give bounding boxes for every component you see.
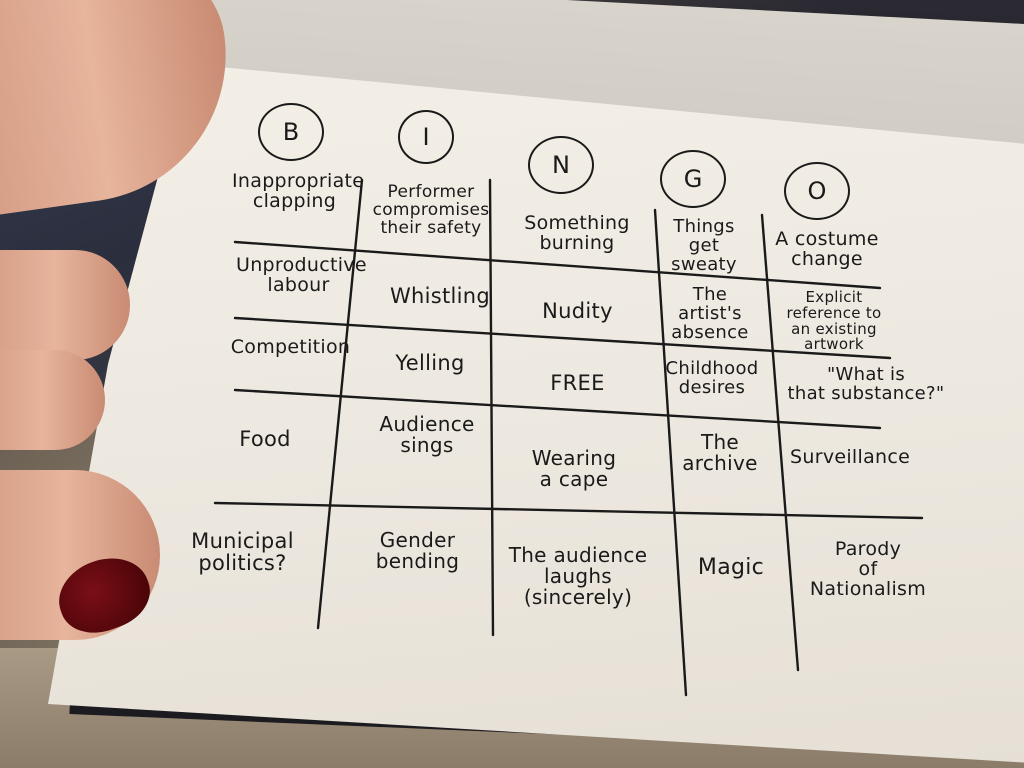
grid-line-h4	[213, 501, 924, 520]
cell-n4: Wearing a cape	[531, 446, 617, 491]
finger-upper	[0, 250, 130, 360]
cell-n2: Nudity	[542, 299, 613, 323]
cell-o4: Surveillance	[790, 446, 911, 468]
cell-b1: Inappropriate clapping	[232, 170, 365, 212]
bingo-letter-o: O	[784, 162, 850, 220]
cell-i1: Performer compromises their safety	[372, 182, 490, 238]
cell-g4: The archive	[682, 430, 758, 475]
cell-g1: Things get sweaty	[671, 216, 737, 275]
grid-line-v1	[316, 178, 364, 630]
cell-i3: Yelling	[395, 351, 465, 375]
cell-i2: Whistling	[389, 284, 491, 308]
grid-line-v2	[488, 178, 495, 637]
grid-line-v3	[653, 208, 688, 697]
bingo-letter-n: N	[528, 136, 594, 194]
finger-middle	[0, 350, 105, 450]
grid-line-h3	[233, 388, 882, 430]
cell-g3: Childhood desires	[665, 358, 759, 398]
grid-line-h1	[233, 240, 882, 290]
cell-b2: Unproductive labour	[236, 254, 367, 296]
cell-o1: A costume change	[775, 228, 879, 270]
cell-n1: Something burning	[524, 212, 630, 254]
bingo-letter-b: B	[258, 103, 324, 161]
cell-b3: Competition	[230, 336, 351, 358]
bingo-letter-g: G	[660, 150, 726, 208]
cell-b5: Municipal politics?	[191, 529, 294, 576]
cell-i4: Audience sings	[379, 412, 475, 457]
cell-b4: Food	[239, 427, 291, 451]
grid-line-h2	[233, 316, 892, 360]
grid-line-v4	[760, 213, 800, 672]
cell-o3: "What is that substance?"	[787, 364, 945, 404]
cell-n5: The audience laughs (sincerely)	[508, 543, 648, 609]
cell-g5: Magic	[697, 555, 765, 580]
cell-o5: Parody of Nationalism	[809, 538, 927, 600]
cell-g2: The artist's absence	[671, 284, 749, 343]
cell-i5: Gender bending	[375, 528, 460, 573]
cell-o2: Explicit reference to an existing artwor…	[786, 288, 882, 354]
bingo-letter-i: I	[398, 110, 454, 164]
cell-n3: FREE	[550, 371, 605, 395]
